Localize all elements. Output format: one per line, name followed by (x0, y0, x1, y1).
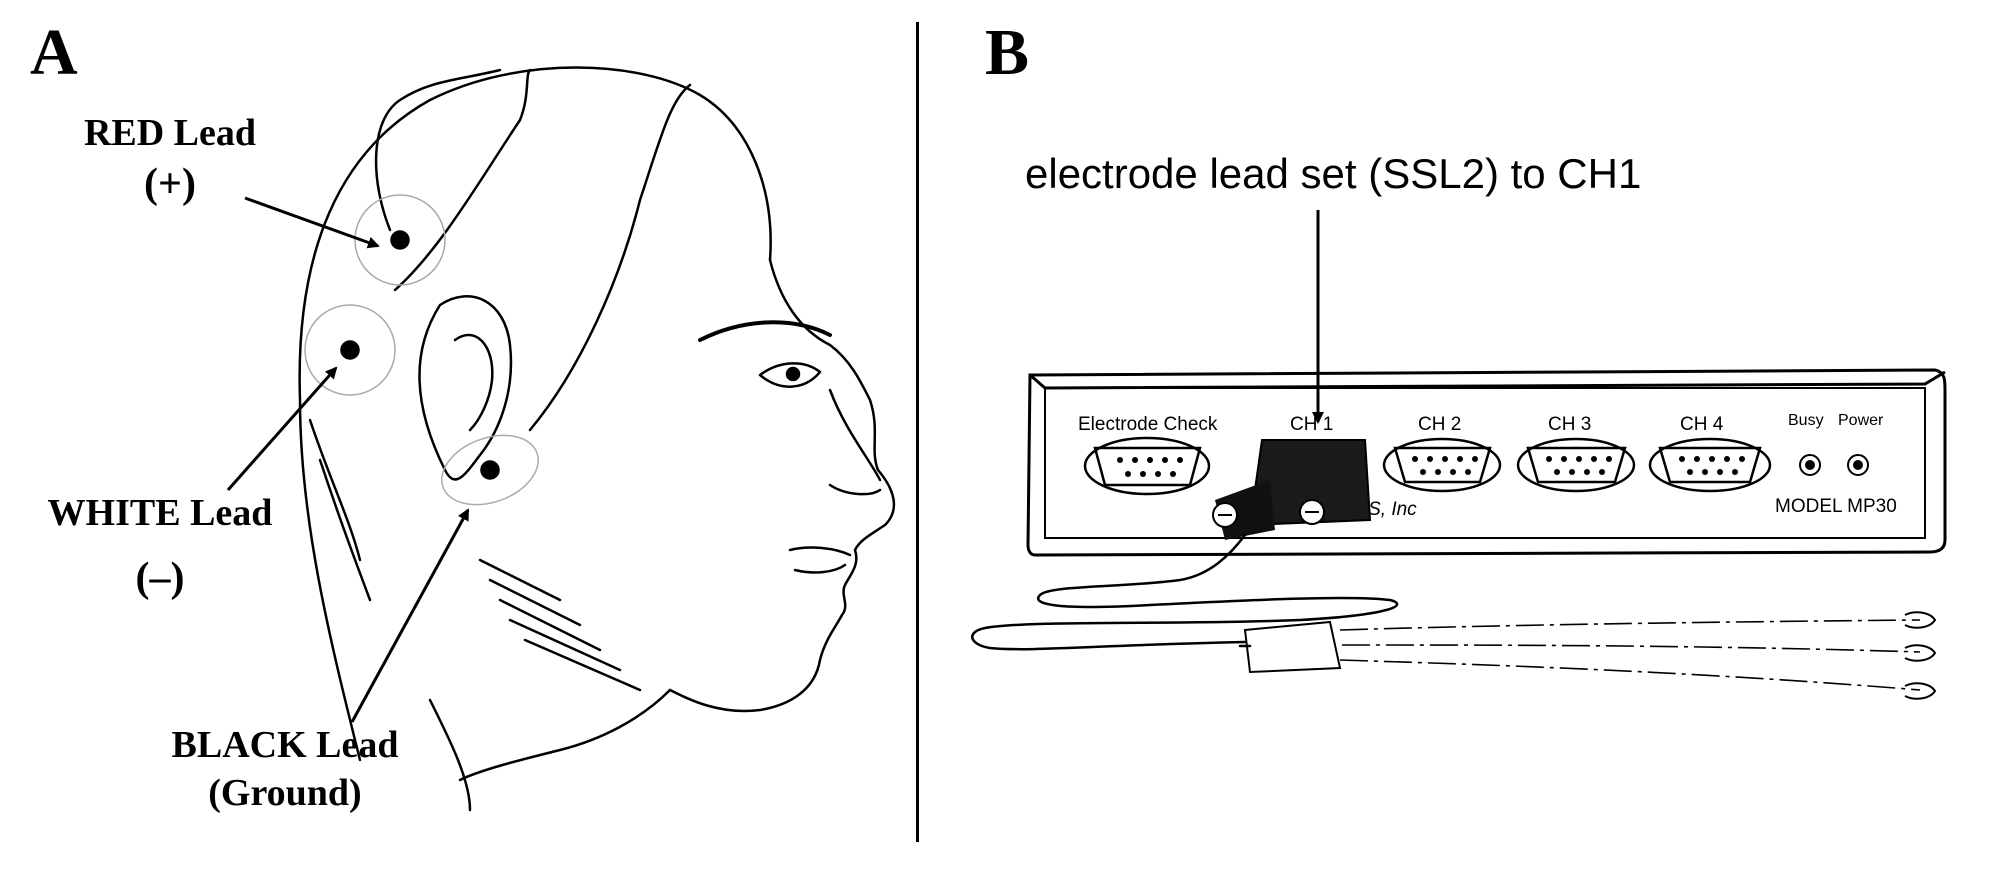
white-lead-electrode (304, 304, 396, 396)
connector-pins (1117, 456, 1745, 477)
ch4-label: CH 4 (1680, 414, 1724, 435)
panel-b-letter: B (985, 16, 1030, 89)
white-lead-polarity: (–) (135, 554, 185, 601)
ch4-port (1648, 437, 1772, 493)
status-leds (1799, 454, 1869, 476)
db9-connectors (1083, 436, 1772, 496)
panel-a-letter: A (30, 16, 78, 89)
electrode-check-port (1083, 436, 1211, 496)
mp30-device (1026, 368, 1947, 557)
white-lead-arrow (226, 366, 338, 491)
ch2-port (1382, 437, 1502, 493)
white-lead-name: WHITE Lead (47, 492, 273, 534)
busy-label: Busy (1788, 412, 1824, 429)
red-lead-name: RED Lead (83, 112, 257, 154)
electrode-check-label: Electrode Check (1078, 414, 1218, 435)
lead-set-callout: electrode lead set (SSL2) to CH1 (1025, 150, 1642, 197)
red-lead-arrow (244, 196, 380, 249)
head-drawing (298, 66, 896, 812)
lead-clips (1904, 611, 1937, 700)
red-lead-electrode (354, 194, 446, 286)
lead-set-cable (971, 533, 1399, 674)
lead-wires (1339, 619, 1921, 691)
ch1-plug (1212, 439, 1372, 540)
red-lead-label: RED Lead (+) (50, 110, 290, 210)
black-lead-arrow (350, 508, 470, 723)
ch2-label: CH 2 (1418, 414, 1461, 435)
ch3-label: CH 3 (1548, 414, 1591, 435)
model-label: MODEL MP30 (1775, 496, 1897, 517)
white-lead-label: WHITE Lead (–) (10, 490, 310, 604)
busy-led (1799, 454, 1821, 476)
black-lead-electrode (441, 434, 539, 506)
device-labels: Electrode Check CH 1 CH 2 CH 3 CH 4 Busy… (1078, 412, 1897, 520)
black-lead-polarity: (Ground) (208, 771, 362, 814)
power-led (1847, 454, 1869, 476)
red-lead-polarity: (+) (144, 160, 196, 207)
ch3-port (1516, 437, 1636, 493)
ch1-label: CH 1 (1290, 414, 1333, 435)
power-label: Power (1838, 412, 1884, 429)
panel-divider (916, 22, 919, 842)
